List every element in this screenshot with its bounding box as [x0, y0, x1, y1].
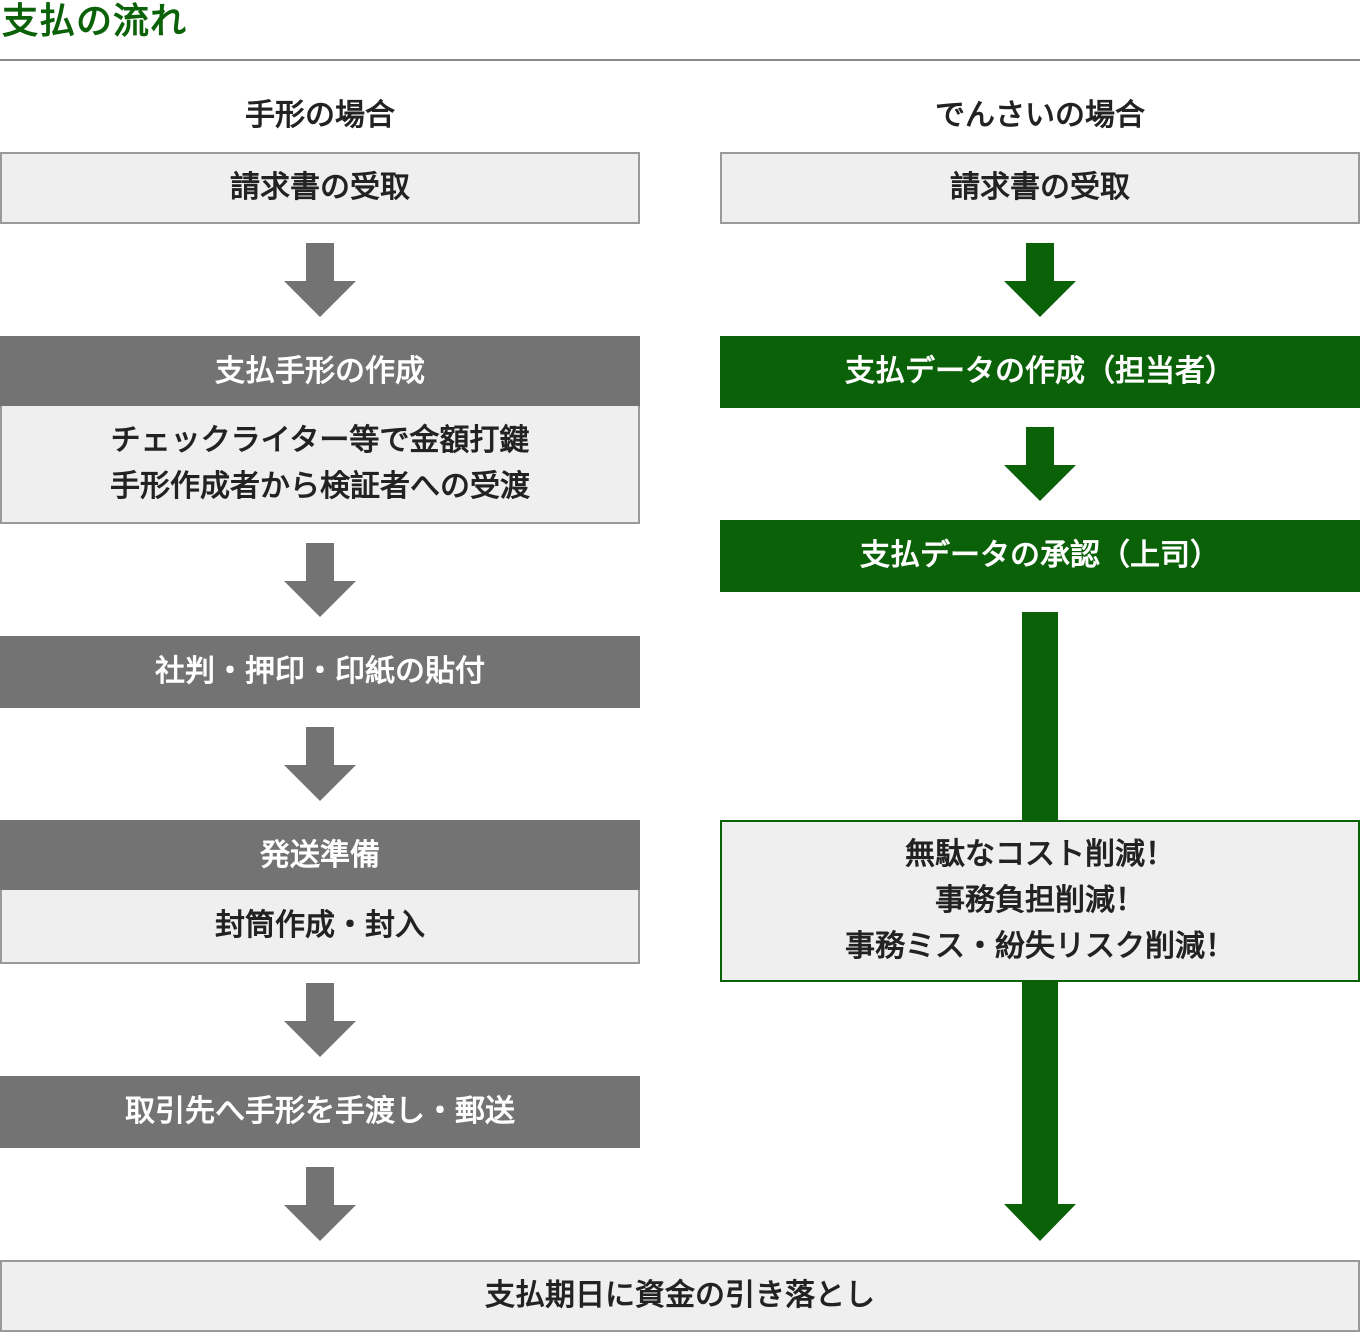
benefit-item: 無駄なコスト削減！: [905, 837, 1175, 872]
left-step3-detail: 封筒作成・封入: [0, 890, 640, 964]
right-column-heading: でんさいの場合: [935, 98, 1145, 133]
right-step2-label: 支払データの承認（上司）: [860, 538, 1220, 573]
final-step-box: 支払期日に資金の引き落とし: [0, 1260, 1360, 1332]
left-step1-line1: チェックライター等で金額打鍵: [110, 423, 530, 458]
left-step1-header: 支払手形の作成: [0, 336, 640, 408]
left-step3-header: 発送準備: [0, 820, 640, 892]
left-step1-detail: チェックライター等で金額打鍵 手形作成者から検証者への受渡: [0, 406, 640, 524]
left-arrow-2: [284, 543, 356, 617]
left-step2-box: 社判・押印・印紙の貼付: [0, 636, 640, 708]
left-arrow-3: [284, 727, 356, 801]
right-step1-label: 支払データの作成（担当者）: [845, 354, 1235, 389]
left-column-heading: 手形の場合: [245, 98, 395, 133]
benefit-item: 事務負担削減！: [935, 883, 1145, 918]
right-step2-box: 支払データの承認（上司）: [720, 520, 1360, 592]
left-step1-line2: 手形作成者から検証者への受渡: [110, 469, 530, 504]
benefit-item: 事務ミス・紛失リスク削減！: [845, 929, 1235, 964]
left-step3-title: 発送準備: [260, 838, 380, 873]
right-invoice-label: 請求書の受取: [950, 170, 1130, 205]
left-invoice-box: 請求書の受取: [0, 152, 640, 224]
title-divider: [0, 59, 1360, 61]
left-step4-label: 取引先へ手形を手渡し・郵送: [125, 1094, 515, 1129]
right-benefits-box: 無駄なコスト削減！ 事務負担削減！ 事務ミス・紛失リスク削減！: [720, 820, 1360, 982]
right-invoice-box: 請求書の受取: [720, 152, 1360, 224]
right-step1-box: 支払データの作成（担当者）: [720, 336, 1360, 408]
left-step3-detail-label: 封筒作成・封入: [215, 908, 425, 943]
left-arrow-4: [284, 983, 356, 1057]
left-arrow-1: [284, 243, 356, 317]
left-step2-label: 社判・押印・印紙の貼付: [155, 654, 485, 689]
final-step-label: 支払期日に資金の引き落とし: [485, 1278, 875, 1313]
left-step4-box: 取引先へ手形を手渡し・郵送: [0, 1076, 640, 1148]
right-long-arrow-head: [1004, 1204, 1076, 1241]
left-step1-title: 支払手形の作成: [215, 354, 425, 389]
left-invoice-label: 請求書の受取: [230, 170, 410, 205]
right-arrow-1: [1004, 243, 1076, 317]
right-arrow-2: [1004, 427, 1076, 501]
left-arrow-5: [284, 1167, 356, 1241]
page-title: 支払の流れ: [2, 1, 188, 42]
